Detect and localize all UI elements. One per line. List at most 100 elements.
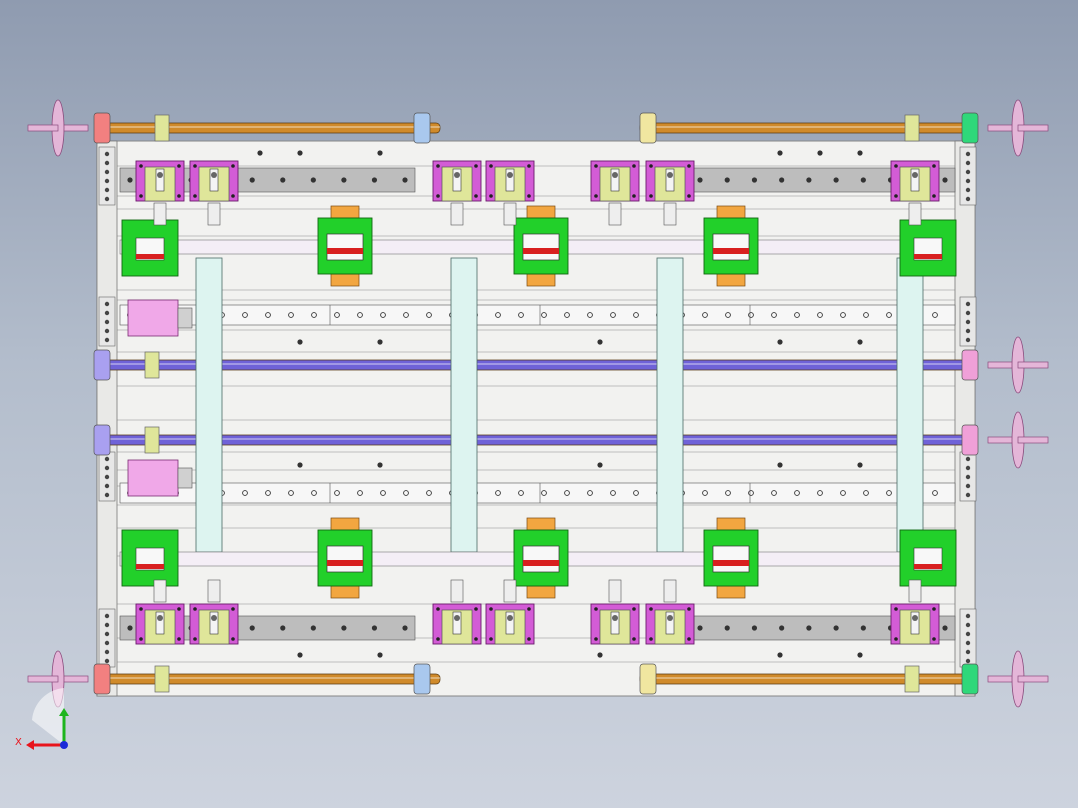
pusher-rod-1 <box>177 467 193 489</box>
clamp-unit-bottom-3-pivot <box>507 615 513 621</box>
side-bolt-hole-icon-3-5 <box>104 658 110 664</box>
pusher-cylinder-1 <box>127 459 179 497</box>
shaft-collar-5 <box>144 426 160 454</box>
clamp-unit-top-2-bolt-hole-icon-2 <box>436 194 440 198</box>
rail-bottom-right-bolt-hole-icon-1 <box>724 625 730 631</box>
clamp-unit-top-6-link <box>908 202 922 226</box>
clamp-unit-bottom-2-bolt-hole-icon-3 <box>474 637 478 641</box>
clamp-unit-top-6-bolt-hole-icon-1 <box>932 164 936 168</box>
clamp-unit-bottom-1-link <box>207 579 221 603</box>
slot-rail-lower-bolt-hole-icon-11 <box>380 490 386 496</box>
slot-rail-upper-bolt-hole-icon-25 <box>702 312 708 318</box>
slot-rail-lower-bolt-hole-icon-29 <box>794 490 800 496</box>
clamp-unit-bottom-0-bolt-hole-icon-3 <box>177 637 181 641</box>
clamp-unit-bottom-0-bolt-hole-icon-0 <box>139 607 143 611</box>
clamp-unit-top-3-bolt-hole-icon-2 <box>489 194 493 198</box>
rail-top-right-bolt-hole-icon-3 <box>779 177 785 183</box>
clamp-unit-bottom-1-pivot <box>211 615 217 621</box>
side-bolt-hole-icon-7-0 <box>965 613 971 619</box>
rail-bottom-left-bolt-hole-icon-0 <box>127 625 133 631</box>
side-bolt-hole-icon-5-3 <box>965 328 971 334</box>
slot-rail-lower-bolt-hole-icon-25 <box>702 490 708 496</box>
handwheel-icon-top-right-handle <box>1017 124 1049 132</box>
slot-rail-upper-bolt-hole-icon-32 <box>863 312 869 318</box>
side-bolt-hole-icon-1-1 <box>104 310 110 316</box>
locating-block-2-tab-top <box>716 205 746 219</box>
clamp-unit-top-6-bolt-hole-icon-2 <box>894 194 898 198</box>
rail-bottom-right-bolt-hole-icon-9 <box>942 625 948 631</box>
locating-block-5-tab-top <box>716 517 746 531</box>
side-bolt-hole-icon-0-1 <box>104 160 110 166</box>
clamp-unit-top-0-bolt-hole-icon-1 <box>177 164 181 168</box>
handwheel-icon-top-left[interactable] <box>27 99 89 157</box>
slot-rail-lower-bolt-hole-icon-35 <box>932 490 938 496</box>
rail-bottom-right-bolt-hole-icon-3 <box>779 625 785 631</box>
clamp-unit-bottom-2-arm <box>452 611 462 635</box>
rail-top-right-bolt-hole-icon-6 <box>860 177 866 183</box>
crossbar-1 <box>450 257 478 553</box>
plate-bolt-hole-icon-16 <box>297 652 303 658</box>
side-bolt-hole-icon-6-1 <box>965 465 971 471</box>
rail-bottom-right-bolt-hole-icon-2 <box>751 625 758 631</box>
clamp-unit-top-2-arm <box>452 168 462 192</box>
plate-bolt-hole-icon-1 <box>377 150 383 156</box>
rail-bottom-right-bolt-hole-icon-6 <box>860 625 866 631</box>
clamp-unit-bottom-5-link <box>663 579 677 603</box>
slot-rail-upper-bolt-hole-icon-21 <box>610 312 616 318</box>
slot-rail-upper-bolt-hole-icon-8 <box>311 312 317 318</box>
clamp-unit-bottom-3-bolt-hole-icon-2 <box>489 637 493 641</box>
shaft-collar-3 <box>904 665 920 693</box>
side-bolt-hole-icon-0-2 <box>104 169 110 175</box>
clamp-unit-top-5-link <box>663 202 677 226</box>
clamp-unit-bottom-5-arm <box>665 611 675 635</box>
handwheel-icon-bottom-right[interactable] <box>987 650 1049 708</box>
shaft-bearing-0 <box>93 112 111 144</box>
shaft-collar-1 <box>904 114 920 142</box>
shaft-bearing-2 <box>93 663 111 695</box>
locating-block-0-window <box>326 233 364 261</box>
slot-rail-lower-bolt-hole-icon-20 <box>587 490 593 496</box>
rail-bottom-right-bolt-hole-icon-0 <box>697 625 703 631</box>
clamp-unit-top-1-pivot <box>211 172 217 178</box>
handwheel-icon-mid-upper[interactable] <box>987 336 1049 394</box>
clamp-unit-top-0-bolt-hole-icon-3 <box>177 194 181 198</box>
slot-rail-lower-bolt-hole-icon-10 <box>357 490 363 496</box>
slot-rail-upper-bolt-hole-icon-26 <box>725 312 731 318</box>
locating-block-3-window <box>326 545 364 573</box>
rail-bottom-left-bolt-hole-icon-4 <box>249 625 255 631</box>
guide-shaft-upper-highlight <box>100 363 975 365</box>
handwheel-icon-mid-lower[interactable] <box>987 411 1049 469</box>
rail-top-left-bolt-hole-icon-8 <box>371 177 378 183</box>
slot-rail-upper-bolt-hole-icon-17 <box>518 312 524 318</box>
rail-top-left-bolt-hole-icon-4 <box>249 177 255 183</box>
side-bolt-hole-icon-5-4 <box>965 337 971 343</box>
rail-top-right-bolt-hole-icon-1 <box>724 177 730 183</box>
pusher-rod-0 <box>177 307 193 329</box>
handwheel-icon-top-right[interactable] <box>987 99 1049 157</box>
clamp-unit-bottom-1-arm <box>209 611 219 635</box>
shaft-bearing-4 <box>93 349 111 381</box>
clamp-unit-bottom-3-bolt-hole-icon-0 <box>489 607 493 611</box>
plate-bolt-hole-icon-0 <box>297 150 303 156</box>
rail-top-right-bolt-hole-icon-5 <box>833 177 839 183</box>
handwheels[interactable] <box>27 99 1049 708</box>
x-axis-label: X <box>15 737 22 748</box>
side-bolt-hole-icon-7-2 <box>965 631 971 637</box>
clamp-unit-bottom-0-pivot <box>157 615 163 621</box>
slot-rail-upper-bolt-hole-icon-29 <box>794 312 800 318</box>
side-bolt-hole-icon-2-3 <box>104 483 110 489</box>
clamp-unit-bottom-4-link <box>608 579 622 603</box>
triad-plane <box>32 688 64 745</box>
shaft-collar-4 <box>144 351 160 379</box>
lead-screw-bottom-right-highlight <box>640 677 975 679</box>
plate-bolt-hole-icon-14 <box>777 462 783 468</box>
clamp-unit-bottom-4-bolt-hole-icon-1 <box>632 607 636 611</box>
slot-rail-lower-bolt-hole-icon-33 <box>886 490 892 496</box>
side-bolt-hole-icon-2-1 <box>104 465 110 471</box>
side-bolt-hole-icon-5-0 <box>965 301 971 307</box>
clamp-unit-top-3-bolt-hole-icon-1 <box>527 164 531 168</box>
shaft-bearing-10 <box>413 663 431 695</box>
clamp-unit-top-1-bolt-hole-icon-3 <box>231 194 235 198</box>
